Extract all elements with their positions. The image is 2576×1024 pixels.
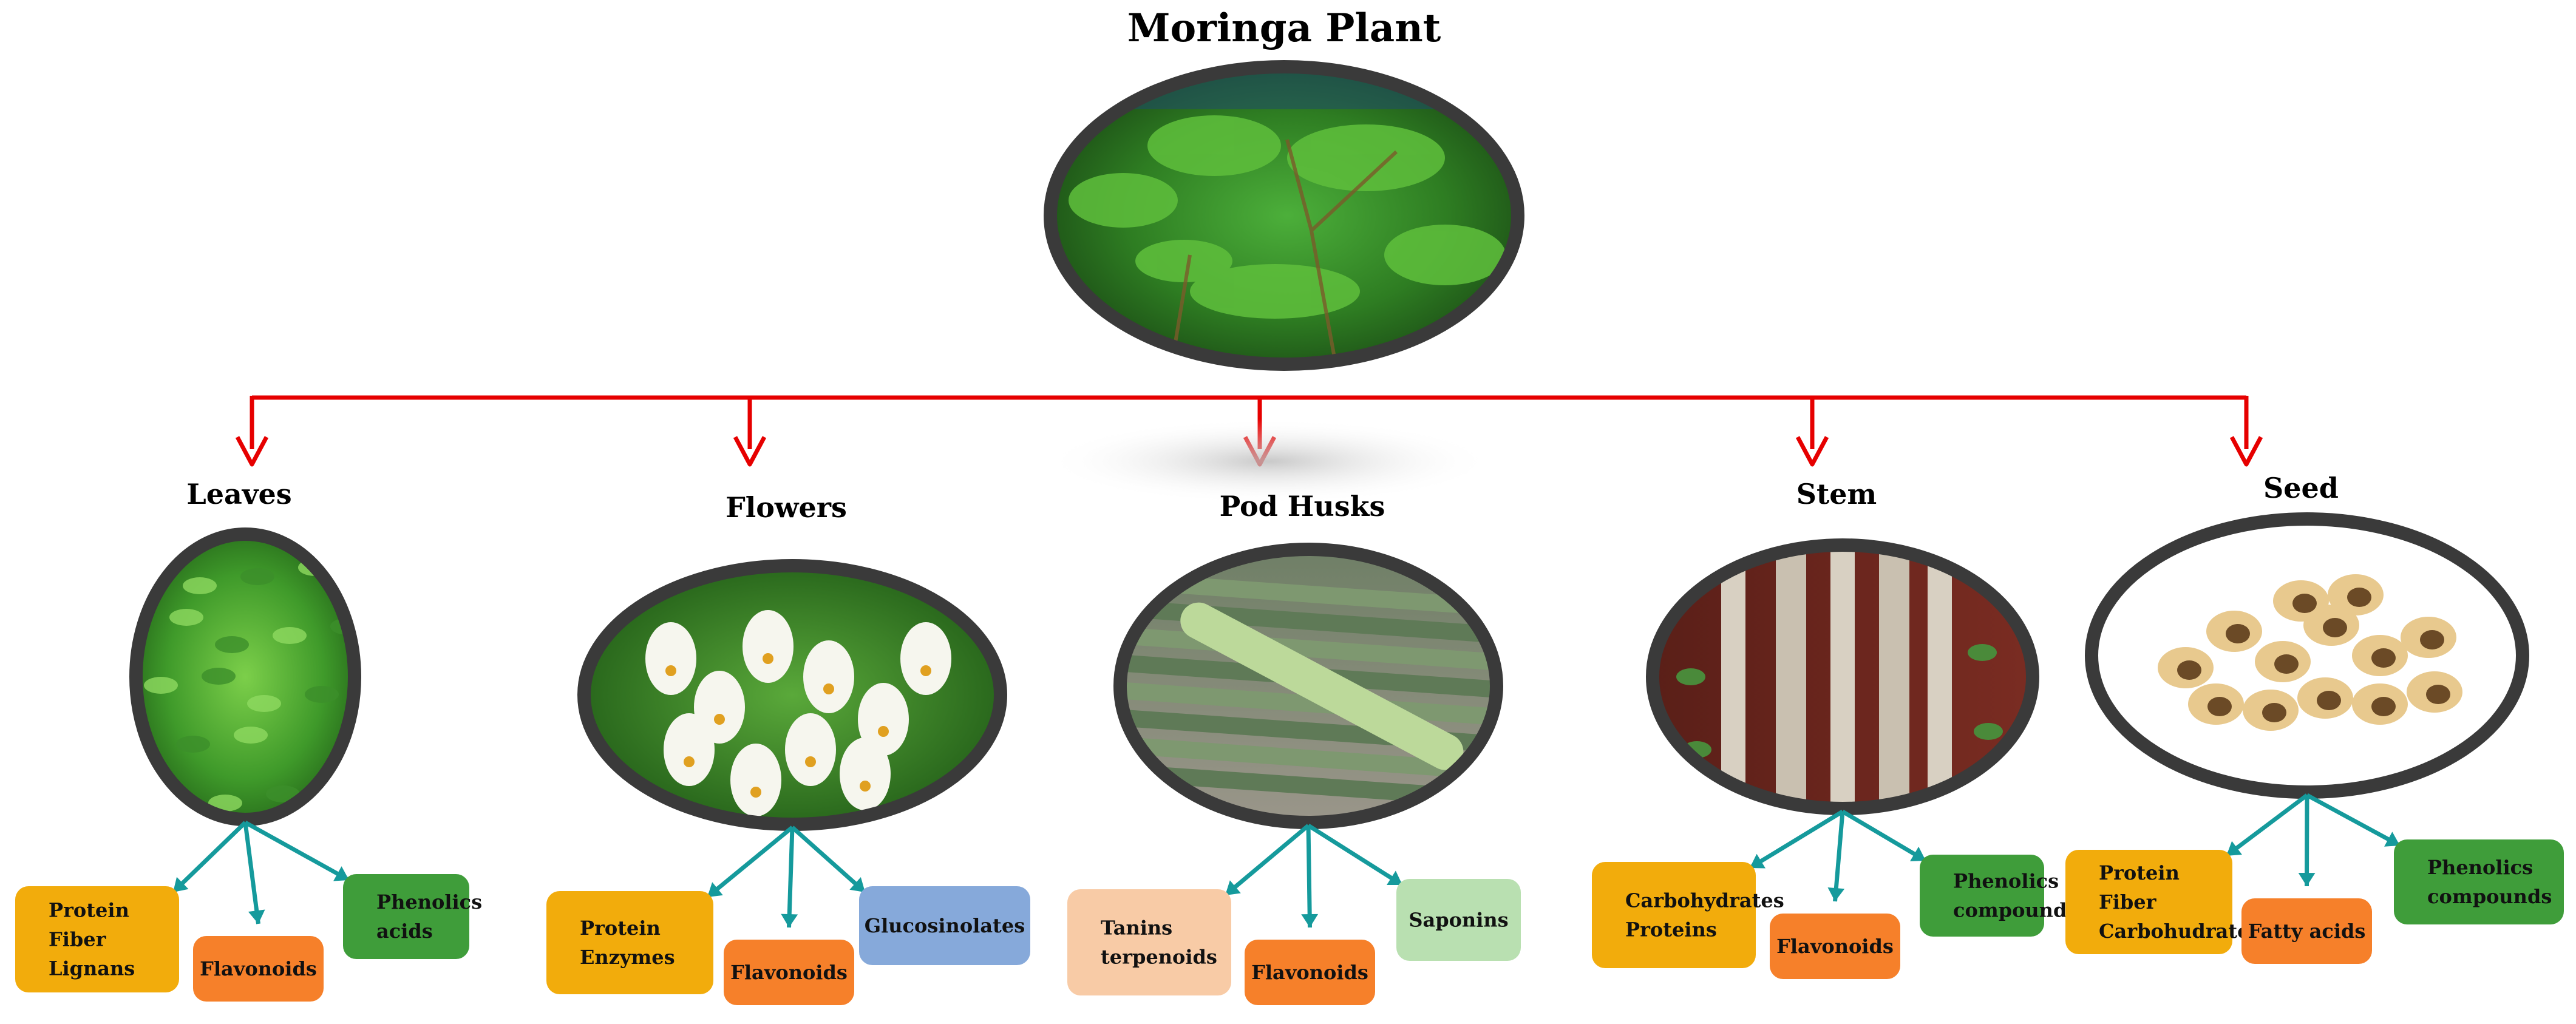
part-label: Pod Husks: [1220, 490, 1385, 523]
compound-box: Glucosinolates: [859, 886, 1030, 965]
teal-arrows: [705, 826, 867, 928]
compound-label: Proteins: [1625, 918, 1717, 941]
teal-arrows: [1223, 824, 1404, 928]
compound-label: Tanins: [1101, 917, 1172, 940]
compound-label: Carbohydrates: [1625, 889, 1784, 912]
pod-husks-photo-icon: [1113, 543, 1503, 829]
page-title: Moringa Plant: [1127, 5, 1441, 51]
teal-arrows: [1748, 809, 1927, 902]
compound-label: Protein: [49, 899, 129, 922]
leaves-photo-icon: [129, 527, 361, 826]
compound-label: Fiber: [49, 928, 107, 951]
compound-label: compounds: [2427, 885, 2552, 908]
compound-label: Flavonoids: [200, 957, 317, 980]
compound-box: Flavonoids: [193, 936, 324, 1002]
compound-box: Phenolics compounds: [2394, 839, 2564, 924]
flowers-photo-icon: [577, 559, 1007, 831]
compound-label: Phenolics: [2427, 856, 2533, 879]
compound-label: Fatty acids: [2248, 920, 2366, 943]
compound-box: Phenolics compounds: [1920, 855, 2078, 937]
compound-label: Fiber: [2099, 890, 2157, 914]
seed-photo-icon: [2085, 512, 2529, 799]
compound-label: terpenoids: [1101, 946, 1217, 969]
compound-box: Flavonoids: [1245, 940, 1375, 1005]
compound-box: Flavonoids: [724, 940, 854, 1005]
compound-box: Flavonoids: [1770, 914, 1900, 979]
compound-box: Tanins terpenoids: [1067, 889, 1231, 995]
teal-arrows: [2224, 793, 2401, 887]
compound-label: Flavonoids: [1251, 961, 1368, 984]
compound-label: acids: [376, 920, 433, 943]
stem-photo-icon: [1646, 538, 2039, 815]
compound-label: Glucosinolates: [865, 914, 1025, 937]
compound-label: Phenolics: [1953, 870, 2059, 893]
part-label: Seed: [2263, 472, 2339, 504]
compound-label: compounds: [1953, 899, 2078, 922]
part-label: Stem: [1796, 478, 1877, 510]
compound-box: Fatty acids: [2241, 898, 2372, 964]
compound-label: Flavonoids: [1776, 935, 1894, 958]
moringa-plant-photo-icon: [1044, 60, 1524, 371]
teal-arrows: [171, 820, 350, 924]
part-label: Flowers: [726, 491, 847, 524]
soft-shadow: [1044, 419, 1494, 504]
compound-box: Saponins: [1396, 879, 1521, 961]
compound-label: Enzymes: [580, 946, 675, 969]
compound-label: Lignans: [49, 957, 135, 980]
compound-box: Phenolics acids: [343, 874, 482, 959]
part-label: Leaves: [186, 478, 291, 510]
compound-label: Phenolics: [376, 890, 482, 914]
compound-label: Flavonoids: [730, 961, 848, 984]
compound-label: Protein: [2099, 861, 2180, 884]
compound-label: Saponins: [1409, 909, 1508, 932]
compound-label: Carbohudrates: [2099, 920, 2260, 943]
compound-label: Protein: [580, 917, 661, 940]
